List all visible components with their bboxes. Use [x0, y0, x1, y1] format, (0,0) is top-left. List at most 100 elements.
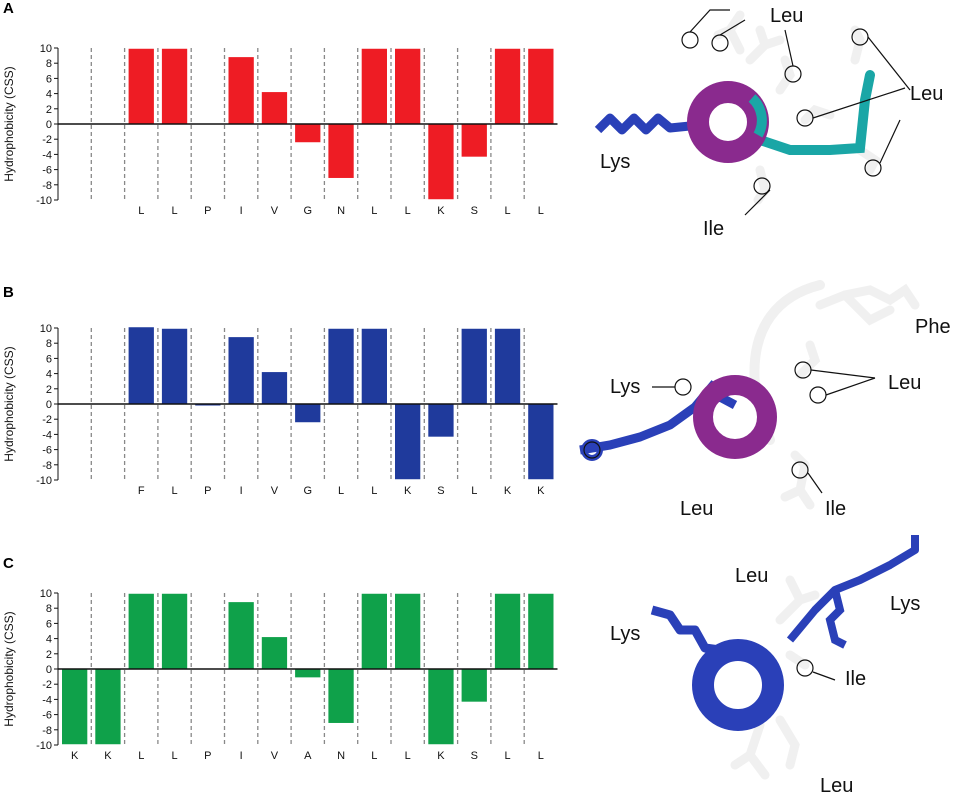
bar [228, 337, 254, 404]
bar [395, 48, 421, 124]
x-tick-label: K [437, 205, 445, 217]
panel-letter-b: B [3, 284, 14, 301]
bar [161, 48, 188, 124]
y-tick-label: -10 [36, 195, 52, 207]
x-tick-label: L [405, 750, 411, 762]
lysine-chain-c1 [786, 535, 919, 643]
y-axis-label: Hydrophobicity (CSS) [2, 346, 16, 461]
x-tick-label: V [271, 205, 279, 217]
bar [361, 328, 387, 404]
bar [261, 637, 288, 669]
x-tick-label: P [204, 205, 211, 217]
y-tick-label: 6 [46, 353, 52, 365]
bar [494, 593, 521, 669]
x-tick-label: L [504, 205, 510, 217]
y-tick-label: 4 [46, 369, 52, 381]
y-tick-label: -6 [42, 165, 52, 177]
bar [395, 404, 421, 480]
label-lys-b: Lys [610, 376, 640, 398]
label-phe-b: Phe [915, 316, 951, 338]
x-tick-label: K [404, 485, 412, 497]
y-tick-label: 10 [40, 588, 52, 600]
x-tick-label: G [303, 205, 312, 217]
x-tick-label: L [371, 485, 377, 497]
x-tick-label: I [240, 485, 243, 497]
bar [228, 602, 254, 669]
y-axis-label: Hydrophobicity (CSS) [2, 611, 16, 726]
callouts-b [583, 361, 876, 494]
bar [261, 92, 288, 124]
y-tick-label: -4 [42, 149, 52, 161]
lysine-chain-a [594, 113, 701, 135]
bar [361, 593, 387, 669]
label-ile-c: Ile [845, 668, 866, 690]
bar [128, 48, 154, 124]
x-tick-label: G [303, 485, 312, 497]
y-tick-label: 8 [46, 603, 52, 615]
x-tick-label: V [271, 750, 279, 762]
y-tick-label: 4 [46, 89, 52, 101]
y-tick-label: 6 [46, 73, 52, 85]
x-tick-label: I [240, 205, 243, 217]
x-tick-label: L [138, 750, 144, 762]
bar [494, 328, 521, 404]
bar [161, 328, 188, 404]
callouts-a [681, 9, 911, 216]
helix-ring-a [687, 81, 769, 163]
bar [95, 669, 121, 745]
label-leu-b2: Leu [680, 498, 713, 520]
y-tick-label: -10 [36, 740, 52, 752]
y-tick-label: -2 [42, 679, 52, 691]
y-tick-label: 0 [46, 399, 52, 411]
y-tick-label: -8 [42, 460, 52, 472]
x-tick-label: L [338, 485, 344, 497]
lysine-chain-c2 [650, 605, 721, 655]
x-tick-label: F [138, 485, 145, 497]
y-tick-label: 8 [46, 58, 52, 70]
label-lys-a: Lys [600, 151, 630, 173]
y-tick-label: -4 [42, 429, 52, 441]
label-lys-c2: Lys [610, 623, 640, 645]
bar [461, 669, 487, 702]
x-tick-label: S [471, 205, 478, 217]
y-tick-label: 10 [40, 323, 52, 335]
helix-ring-b [693, 375, 777, 459]
label-leu-c2: Leu [820, 775, 853, 797]
y-tick-label: -10 [36, 475, 52, 487]
bar [261, 372, 288, 404]
y-tick-label: -4 [42, 694, 52, 706]
x-tick-label: K [437, 750, 445, 762]
bar [295, 124, 321, 143]
label-leu-c1: Leu [735, 565, 768, 587]
bar [295, 404, 321, 423]
x-tick-label: K [104, 750, 112, 762]
y-tick-label: -2 [42, 134, 52, 146]
x-tick-label: N [337, 750, 345, 762]
bar [395, 593, 421, 669]
x-tick-label: L [538, 750, 544, 762]
y-tick-label: -2 [42, 414, 52, 426]
y-tick-label: -8 [42, 725, 52, 737]
x-tick-label: N [337, 205, 345, 217]
bar [328, 328, 354, 404]
y-axis-label: Hydrophobicity (CSS) [2, 66, 16, 181]
x-tick-label: I [240, 750, 243, 762]
y-tick-label: 2 [46, 104, 52, 116]
x-tick-label: L [471, 485, 477, 497]
bar [428, 669, 454, 745]
x-tick-label: L [171, 750, 177, 762]
bar [461, 124, 487, 157]
bar [295, 669, 321, 678]
y-tick-label: 4 [46, 634, 52, 646]
y-tick-label: 0 [46, 119, 52, 131]
label-leu-b1: Leu [888, 372, 921, 394]
sidechains-c [730, 575, 820, 780]
x-tick-label: L [171, 205, 177, 217]
helix-ring-c [692, 639, 784, 731]
x-tick-label: V [271, 485, 279, 497]
y-tick-label: 2 [46, 384, 52, 396]
y-tick-label: 10 [40, 43, 52, 55]
x-tick-label: L [138, 205, 144, 217]
bar [128, 593, 154, 669]
